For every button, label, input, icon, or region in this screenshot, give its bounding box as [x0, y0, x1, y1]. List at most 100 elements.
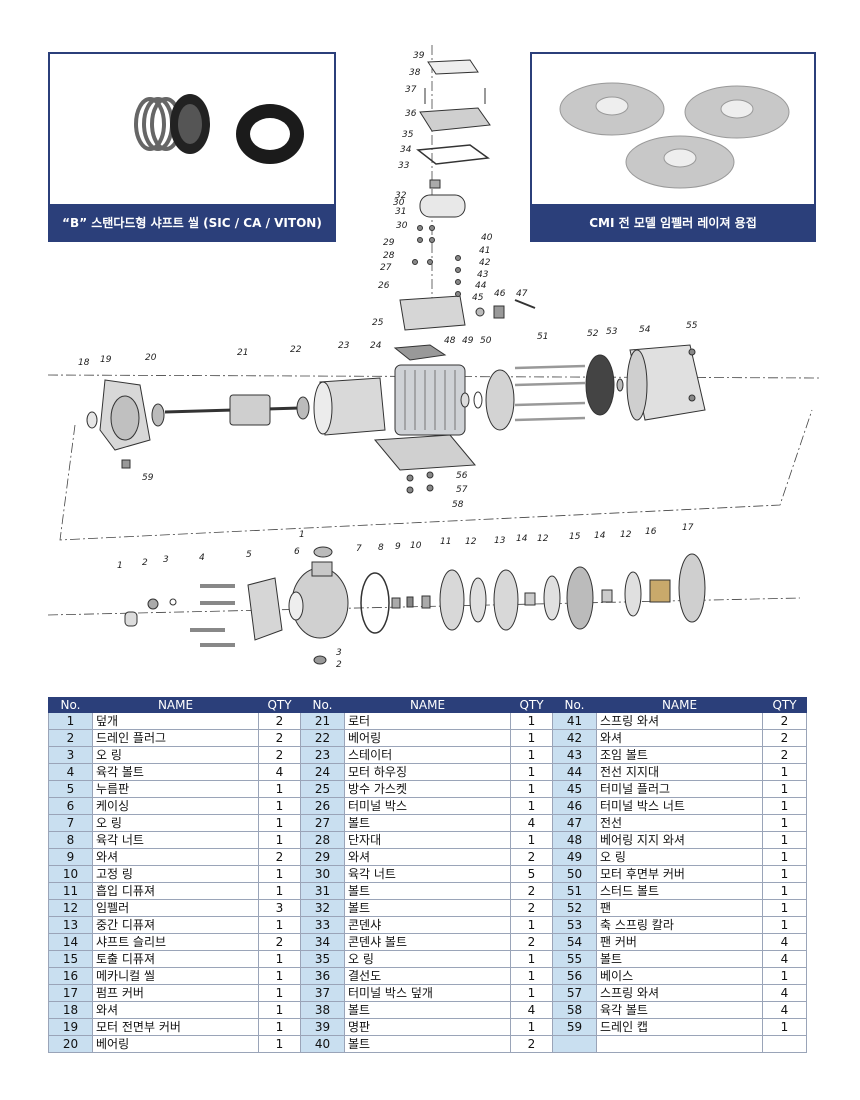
- cell-qty: 1: [510, 950, 553, 968]
- cell-qty: 1: [510, 712, 553, 730]
- cell-name: 모터 하우징: [344, 763, 511, 781]
- cell-no: 5: [48, 780, 93, 798]
- cell-name: 메카니컬 씰: [92, 967, 259, 985]
- cell-no: 4: [48, 763, 93, 781]
- cell-qty: 1: [762, 763, 807, 781]
- cell-qty: 1: [258, 780, 301, 798]
- cell-no: 22: [300, 729, 345, 747]
- cell-name: 터미널 박스 덮개: [344, 984, 511, 1002]
- cell-no: 48: [552, 831, 597, 849]
- cell-qty: 4: [258, 763, 301, 781]
- cell-name: 터미널 박스 너트: [596, 797, 763, 815]
- cell-qty: 4: [510, 814, 553, 832]
- cell-name: 볼트: [344, 1001, 511, 1019]
- cell-no: 40: [300, 1035, 345, 1053]
- cell-no: 15: [48, 950, 93, 968]
- callout-label: 34: [400, 145, 412, 155]
- cell-qty: 2: [258, 729, 301, 747]
- cell-qty: 5: [510, 865, 553, 883]
- cell-name: 임펠러: [92, 899, 259, 917]
- cell-no: 27: [300, 814, 345, 832]
- seal-caption: “B” 스탠다드형 샤프트 씰 (SIC / CA / VITON): [50, 204, 334, 240]
- part-pump-cover: [678, 553, 706, 623]
- callout-label: 54: [639, 325, 651, 335]
- cell-name: 누름판: [92, 780, 259, 798]
- cell-no: 49: [552, 848, 597, 866]
- cell-name: 오 링: [92, 746, 259, 764]
- cell-no: 8: [48, 831, 93, 849]
- cell-name: 팬 커버: [596, 933, 763, 951]
- cell-qty: 1: [510, 763, 553, 781]
- cell-qty: 4: [762, 1001, 807, 1019]
- callout-label: 3: [336, 648, 342, 658]
- part-rear-cover: [485, 369, 515, 431]
- cell-qty: 1: [762, 780, 807, 798]
- callout-label: 43: [477, 270, 489, 280]
- callout-label: 57: [456, 485, 468, 495]
- callout-label: 3: [163, 555, 169, 565]
- callout-label: 19: [100, 355, 112, 365]
- cell-qty: 4: [510, 1001, 553, 1019]
- cell-no: 20: [48, 1035, 93, 1053]
- cell-no: 58: [552, 1001, 597, 1019]
- callout-label: 6: [294, 547, 300, 557]
- callout-label: 8: [378, 543, 384, 553]
- cell-name: 샤프트 슬리브: [92, 933, 259, 951]
- cell-name: 볼트: [344, 814, 511, 832]
- cell-no: 19: [48, 1018, 93, 1036]
- cell-no: 35: [300, 950, 345, 968]
- cell-name: 스테이터: [344, 746, 511, 764]
- callout-label: 29: [383, 238, 395, 248]
- cell-no: 17: [48, 984, 93, 1002]
- callout-label: 47: [516, 289, 528, 299]
- cell-no: 52: [552, 899, 597, 917]
- cell-qty: 2: [510, 848, 553, 866]
- callout-label: 12: [620, 530, 632, 540]
- callout-label: 23: [338, 341, 350, 351]
- cell-name: 베이스: [596, 967, 763, 985]
- header-qty: QTY: [258, 697, 301, 713]
- cell-qty: 1: [258, 967, 301, 985]
- cell-name: 볼트: [344, 1035, 511, 1053]
- cell-name: 흡입 디퓨져: [92, 882, 259, 900]
- seal-photo-box: “B” 스탠다드형 샤프트 씰 (SIC / CA / VITON): [48, 52, 336, 242]
- cell-no: 38: [300, 1001, 345, 1019]
- callout-label: 24: [370, 341, 382, 351]
- callout-label: 11: [440, 537, 451, 547]
- cell-name: 베어링: [92, 1035, 259, 1053]
- cell-no: 46: [552, 797, 597, 815]
- callout-label: 39: [413, 51, 425, 61]
- callout-label: 40: [481, 233, 493, 243]
- cell-name: 축 스프링 칼라: [596, 916, 763, 934]
- callout-label: 30: [393, 198, 405, 208]
- cell-no: 45: [552, 780, 597, 798]
- part-front-cover-bore: [110, 395, 140, 441]
- cell-no: 12: [48, 899, 93, 917]
- cell-no: 41: [552, 712, 597, 730]
- part-o-ring-7: [360, 572, 390, 634]
- callout-label: 50: [480, 336, 492, 346]
- cell-qty: 1: [258, 814, 301, 832]
- callout-label: 2: [336, 660, 342, 670]
- cell-no: 36: [300, 967, 345, 985]
- cell-qty: 1: [762, 797, 807, 815]
- cell-qty: 1: [510, 984, 553, 1002]
- part-bearing-2: [296, 396, 310, 420]
- cell-no: 25: [300, 780, 345, 798]
- callout-label: 59: [142, 473, 154, 483]
- cell-qty: 3: [258, 899, 301, 917]
- callout-label: 38: [409, 68, 421, 78]
- part-discharge-diffuser: [566, 566, 594, 630]
- cell-qty: 1: [258, 1018, 301, 1036]
- callout-label: 46: [494, 289, 506, 299]
- cell-qty: 1: [762, 848, 807, 866]
- cell-qty: 1: [258, 950, 301, 968]
- cell-no: 56: [552, 967, 597, 985]
